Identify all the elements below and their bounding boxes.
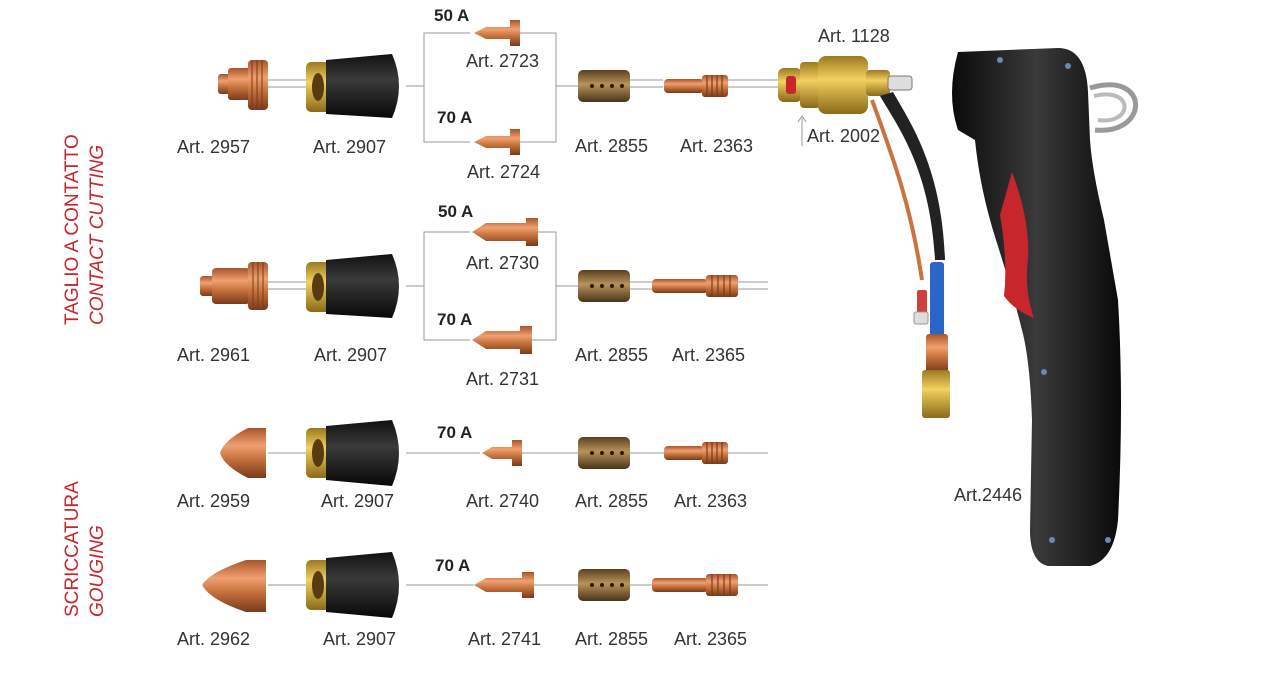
electrode-2365-row2 <box>652 275 738 297</box>
label-electrode: Art. 2365 <box>674 629 748 649</box>
swirl-ring-2855-row2 <box>578 270 630 302</box>
section-gouging: SCRICCATURA GOUGING <box>60 481 110 617</box>
arrow-2002 <box>797 115 807 146</box>
section-subtitle: GOUGING <box>87 525 108 617</box>
label-swirl-ring: Art. 2855 <box>575 491 649 511</box>
shield-cup-2961 <box>200 262 268 310</box>
label-electrode: Art. 2365 <box>672 345 746 365</box>
label-tip: Art. 2741 <box>468 629 542 649</box>
label-electrode: Art. 2363 <box>674 491 748 511</box>
label-swirl-ring: Art. 2855 <box>575 345 649 365</box>
label-nozzle-holder: Art. 2907 <box>314 345 388 365</box>
electrode-2363-row3 <box>664 442 728 464</box>
torch-handle-2446 <box>952 48 1139 566</box>
shield-cup-2959 <box>220 428 266 478</box>
label-amperage: 50 A <box>434 6 470 25</box>
tip-2724 <box>474 129 520 155</box>
label-tip: Art. 2730 <box>466 253 540 273</box>
nozzle-holder-2907-row1 <box>306 54 399 118</box>
tip-2731 <box>472 326 532 354</box>
shield-cup-2957 <box>218 60 268 110</box>
label-shield: Art. 2961 <box>177 345 251 365</box>
electrode-2363-row1 <box>664 75 728 97</box>
label-swirl-ring: Art. 2855 <box>575 136 649 156</box>
label-amperage: 50 A <box>438 202 474 221</box>
swirl-ring-2855-row4 <box>578 569 630 601</box>
tip-2723 <box>474 20 520 46</box>
label-tip: Art. 2724 <box>467 162 541 182</box>
label-amperage: 70 A <box>435 556 471 575</box>
shield-cup-2962 <box>202 560 266 612</box>
label-nozzle-holder: Art. 2907 <box>321 491 395 511</box>
torch-head-1128 <box>778 56 950 418</box>
section-contact-cutting: TAGLIO A CONTATTO CONTACT CUTTING <box>60 134 110 325</box>
label-torch-head: Art. 1128 <box>818 26 890 46</box>
section-title: TAGLIO A CONTATTO <box>62 134 83 325</box>
swirl-ring-2855-row1 <box>578 70 630 102</box>
label-nozzle-holder: Art. 2907 <box>313 137 387 157</box>
nozzle-holder-2907-row4 <box>306 552 399 618</box>
section-subtitle: CONTACT CUTTING <box>87 144 108 325</box>
nozzle-holder-2907-row3 <box>306 420 399 486</box>
electrode-2365-row4 <box>652 574 738 596</box>
label-torch-handle: Art.2446 <box>954 485 1023 505</box>
label-amperage: 70 A <box>437 310 473 329</box>
swirl-ring-2855-row3 <box>578 437 630 469</box>
label-shield: Art. 2957 <box>177 137 251 157</box>
label-shield: Art. 2959 <box>177 491 251 511</box>
label-amperage: 70 A <box>437 423 473 442</box>
label-swirl-ring: Art. 2855 <box>575 629 649 649</box>
tip-2740 <box>482 440 522 466</box>
connector-lines <box>268 32 778 586</box>
tip-2741 <box>474 572 534 598</box>
label-tip: Art. 2723 <box>466 51 540 71</box>
label-tip: Art. 2731 <box>466 369 540 389</box>
label-diffuser: Art. 2002 <box>807 126 881 146</box>
nozzle-holder-2907-row2 <box>306 254 399 318</box>
label-shield: Art. 2962 <box>177 629 251 649</box>
label-nozzle-holder: Art. 2907 <box>323 629 397 649</box>
label-amperage: 70 A <box>437 108 473 127</box>
tip-2730 <box>472 218 538 246</box>
label-tip: Art. 2740 <box>466 491 540 511</box>
label-electrode: Art. 2363 <box>680 136 754 156</box>
section-title: SCRICCATURA <box>62 481 83 617</box>
